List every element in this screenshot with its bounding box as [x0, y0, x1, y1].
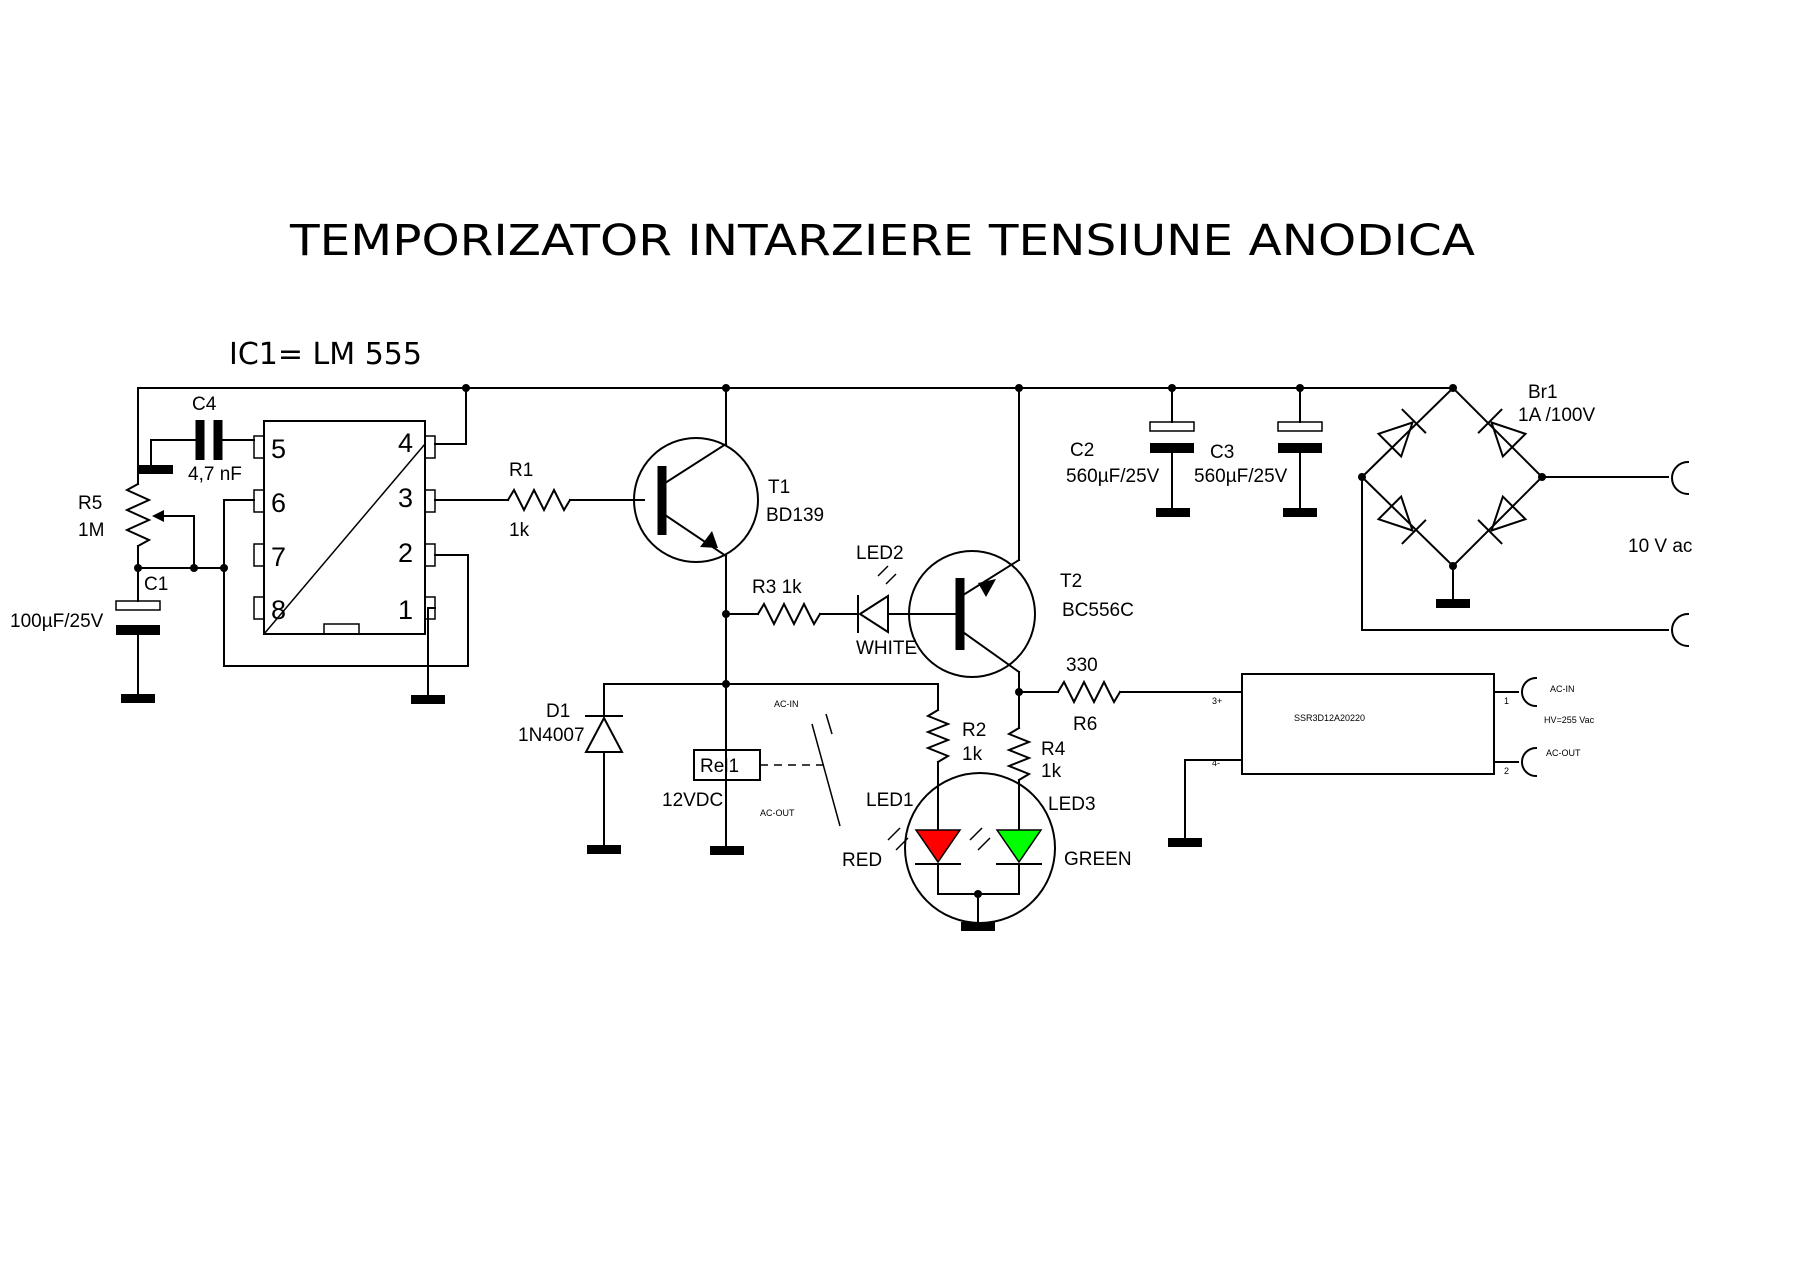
ssr-pin4: 4-	[1212, 758, 1220, 768]
resistor-r3: R3 1k	[722, 577, 857, 627]
r3-ref: R3 1k	[752, 577, 802, 598]
br1-ref: Br1	[1528, 382, 1558, 403]
relay-rel1: Rel1 12VDC AC-IN AC-OUT	[662, 699, 841, 855]
transistor-t2: T2 BC556C	[908, 387, 1134, 696]
capacitor-c4: C4 4,7 nF	[139, 394, 255, 485]
supply-rail	[137, 384, 1457, 392]
diode-d1: D1 1N4007	[518, 683, 624, 854]
r6-value: 330	[1066, 655, 1098, 676]
r4-ref: R4	[1041, 739, 1066, 760]
capacitor-c3: C3 560µF/25V	[1194, 387, 1323, 517]
led2-value: WHITE	[856, 638, 917, 659]
ic-pin-2: 2	[398, 538, 413, 568]
capacitor-c2: C2 560µF/25V	[1066, 387, 1195, 517]
ssr-part: SSR3D12A20220	[1294, 713, 1365, 723]
led3-ref: LED3	[1048, 794, 1096, 815]
ground-symbol	[411, 695, 445, 704]
ssr-ac-out: AC-OUT	[1546, 748, 1581, 758]
r6-ref: R6	[1073, 714, 1097, 735]
rel1-ref: Rel1	[700, 756, 739, 777]
ssr-module: SSR3D12A20220 3+ 4- 1 2 AC-IN HV=255 Vac…	[1168, 673, 1595, 847]
ssr-pin1: 1	[1504, 696, 1509, 706]
c1-ref: C1	[144, 574, 168, 595]
resistor-r2: R2 1k	[925, 708, 986, 831]
br1-value: 1A /100V	[1518, 405, 1595, 426]
ic-pin-8: 8	[271, 595, 286, 625]
resistor-r6: 330 R6	[1018, 655, 1243, 735]
rel1-ac-out: AC-OUT	[760, 808, 795, 818]
c3-value: 560µF/25V	[1194, 466, 1288, 487]
resistor-r4: R4 1k	[1006, 691, 1066, 831]
led2-ref: LED2	[856, 543, 904, 564]
t2-value: BC556C	[1062, 600, 1134, 621]
capacitor-c1: C1 100µF/25V	[10, 567, 168, 703]
led2-white: LED2 WHITE	[856, 543, 931, 659]
rel1-ac-in: AC-IN	[774, 699, 799, 709]
ic-pin-4: 4	[398, 428, 413, 458]
c1-value: 100µF/25V	[10, 611, 104, 632]
r4-value: 1k	[1041, 761, 1062, 782]
r2-value: 1k	[962, 744, 983, 765]
led-pair: LED1 RED LED3 GREEN	[842, 772, 1132, 931]
ssr-hv: HV=255 Vac	[1544, 715, 1595, 725]
r1-value: 1k	[509, 520, 530, 541]
c2-ref: C2	[1070, 440, 1094, 461]
led1-ref: LED1	[866, 790, 914, 811]
r2-ref: R2	[962, 720, 986, 741]
c2-value: 560µF/25V	[1066, 466, 1160, 487]
r5-value: 1M	[78, 520, 104, 541]
rel1-value: 12VDC	[662, 790, 723, 811]
t2-ref: T2	[1060, 571, 1082, 592]
diagram-title: TEMPORIZATOR INTARZIERE TENSIUNE ANODICA	[289, 216, 1476, 266]
t1-value: BD139	[766, 505, 824, 526]
ic-label: IC1= LM 555	[229, 337, 422, 372]
supply-value: 10 V ac	[1628, 536, 1692, 557]
transistor-t1: T1 BD139	[633, 387, 824, 615]
ic1-lm555: 5 6 7 8 4 3 2 1	[253, 420, 436, 635]
ssr-pin2: 2	[1504, 766, 1509, 776]
led1-red	[914, 829, 962, 864]
potentiometer-r5: R5 1M	[78, 387, 228, 572]
t1-ref: T1	[768, 477, 790, 498]
c4-ref: C4	[192, 394, 217, 415]
ic-pin-5: 5	[271, 434, 286, 464]
c3-ref: C3	[1210, 442, 1234, 463]
resistor-r1: R1 1k	[434, 460, 645, 541]
ic-pin-7: 7	[271, 542, 286, 572]
ssr-ac-in: AC-IN	[1550, 684, 1575, 694]
ic-pin-3: 3	[398, 483, 413, 513]
r1-ref: R1	[509, 460, 533, 481]
bridge-rectifier-br1: Br1 1A /100V 10 V ac	[1358, 382, 1692, 648]
ssr-pin3: 3+	[1212, 696, 1222, 706]
led3-value: GREEN	[1064, 849, 1132, 870]
led1-value: RED	[842, 850, 882, 871]
led3-green	[995, 829, 1043, 864]
d1-ref: D1	[546, 701, 570, 722]
c4-value: 4,7 nF	[188, 464, 242, 485]
r5-ref: R5	[78, 493, 102, 514]
ic-pin-1: 1	[398, 595, 413, 625]
d1-value: 1N4007	[518, 725, 585, 746]
ic-pin-6: 6	[271, 488, 286, 518]
